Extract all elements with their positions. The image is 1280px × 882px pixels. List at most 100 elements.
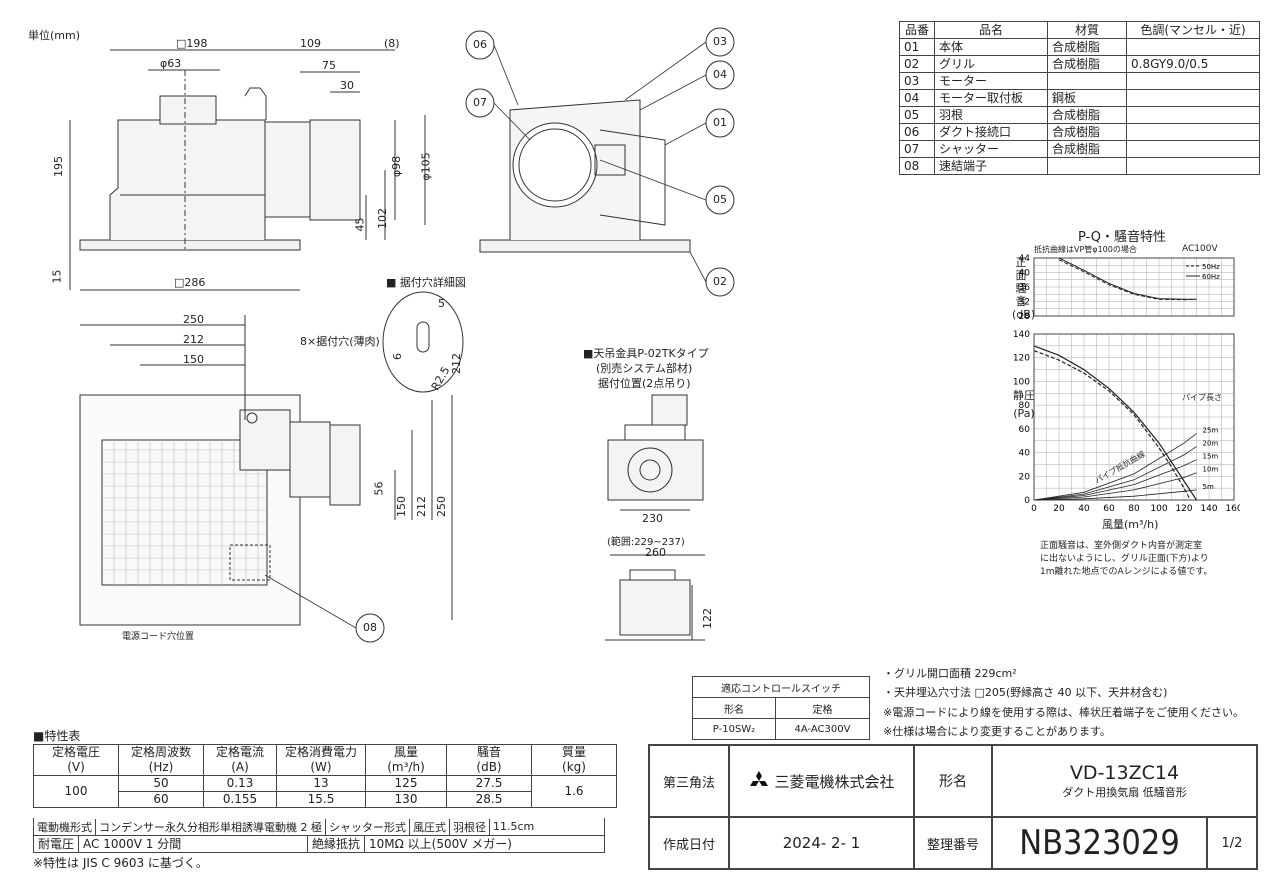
hanger-title: ■天吊金具P-02TKタイプ: [583, 347, 709, 360]
chart-footnote-3: 1m離れた地点でのAレンジによる値です。: [1040, 567, 1213, 577]
model-number: VD-13ZC14: [1069, 762, 1180, 784]
spec-table: 定格電圧 (V) 定格周波数 (Hz) 定格電流 (A) 定格消費電力 (W) …: [33, 744, 617, 808]
pq-series-25m: [1033, 433, 1197, 501]
shutter-value: 風圧式: [410, 818, 450, 835]
title-block: 第三角法 三菱電機株式会社 形名 VD-13ZC14 ダクト用換気扇 低騒音形 …: [648, 744, 1258, 870]
pq-y-tick: 20: [1019, 472, 1031, 482]
pq-y-tick: 140: [1013, 330, 1030, 340]
spec-weight: 1.6: [531, 775, 617, 808]
pq-y-tick: 60: [1019, 425, 1031, 435]
part-name: モーター: [934, 72, 1048, 90]
pq-series-label: 5m: [1203, 483, 1214, 491]
shutter-label: シャッター形式: [326, 818, 410, 835]
detail-dim-6: 6: [391, 353, 404, 360]
legend-50: 50Hz: [1202, 263, 1220, 271]
pq-x-tick: 40: [1078, 504, 1090, 514]
model-description: ダクト用換気扇 低騒音形: [1062, 786, 1187, 799]
part-color: [1126, 157, 1260, 175]
pq-y-tick: 0: [1024, 496, 1030, 506]
part-material: 合成樹脂: [1047, 106, 1127, 124]
spec-footnote: ※特性は JIS C 9603 に基づく。: [33, 856, 208, 870]
spec-header-row: 定格電圧 (V) 定格周波数 (Hz) 定格電流 (A) 定格消費電力 (W) …: [33, 744, 617, 776]
unit-label: 単位(mm): [28, 29, 81, 42]
part-no: 04: [899, 89, 935, 107]
control-switch-rating: 4A-AC300V: [775, 718, 870, 740]
model-cell: VD-13ZC14 ダクト用換気扇 低騒音形: [992, 745, 1257, 817]
callout-05: 05: [713, 193, 727, 206]
part-material: [1047, 72, 1127, 90]
spec-voltage-row: 耐電圧 AC 1000V 1 分間 絶縁抵抗 10MΩ 以上(500V メガー): [33, 835, 605, 853]
part-color: [1126, 106, 1260, 124]
dim-195: 195: [52, 156, 65, 177]
parts-header-row: 品番 品名 材質 色調(マンセル・近): [899, 21, 1260, 39]
projection-label: 第三角法: [649, 745, 729, 817]
date-label: 作成日付: [649, 817, 729, 869]
part-color: [1126, 38, 1260, 56]
spec-cell: 13: [276, 775, 366, 792]
part-color: [1126, 140, 1260, 158]
part-material: [1047, 157, 1127, 175]
dim-30: 30: [340, 79, 354, 92]
motor-value: コンデンサー永久分相形単相誘導電動機 2 極: [96, 818, 326, 835]
pq-series-10m: [1033, 472, 1197, 501]
part-no: 07: [899, 140, 935, 158]
chart-footnote-2: に出ないようにし、グリル正面(下方)より: [1040, 554, 1209, 564]
control-switch-model: P-10SW₂: [692, 718, 776, 740]
pq-x-tick: 80: [1128, 504, 1140, 514]
spec-header: 定格周波数 (Hz): [118, 744, 204, 776]
callout-06: 06: [473, 38, 487, 51]
spec-header: 定格消費電力 (W): [276, 744, 366, 776]
chart-title: P-Q・騒音特性: [1078, 230, 1166, 245]
part-name: ダクト接続口: [934, 123, 1048, 141]
detail-title: ■ 据付穴詳細図: [386, 276, 466, 289]
pq-x-tick: 100: [1150, 504, 1167, 514]
spec-cell: 28.5: [446, 791, 532, 808]
pq-series-20m: [1033, 446, 1197, 501]
dim-105: φ105: [419, 152, 433, 181]
page-number: 1/2: [1207, 817, 1257, 869]
pq-series-label: 25m: [1203, 427, 1219, 435]
dim-212b: 212: [415, 496, 428, 517]
dim-250: 250: [183, 313, 204, 326]
pq-y-tick: 40: [1019, 449, 1031, 459]
spec-cell: 125: [365, 775, 447, 792]
part-no: 01: [899, 38, 935, 56]
note-1: ・グリル開口面積 229cm²: [883, 667, 1017, 680]
part-material: 合成樹脂: [1047, 123, 1127, 141]
part-material: 合成樹脂: [1047, 38, 1127, 56]
noise-axis-label: 正面騒音(dB): [1012, 256, 1036, 321]
noise-y-tick: 36: [1019, 283, 1031, 293]
part-color: [1126, 123, 1260, 141]
spec-header: 質量 (kg): [531, 744, 617, 776]
part-material: 合成樹脂: [1047, 140, 1127, 158]
mitsubishi-logo-icon: [750, 771, 769, 786]
part-name: グリル: [934, 55, 1048, 73]
dim-122: 122: [701, 608, 714, 629]
spec-cell: 60: [118, 791, 204, 808]
dim-63: φ63: [160, 57, 182, 70]
cord-hole-label: 電源コード穴位置: [122, 632, 195, 642]
blade-value: 11.5cm: [493, 820, 535, 833]
noise-y-tick: 40: [1019, 269, 1031, 279]
callout-08: 08: [363, 621, 377, 634]
insulation-value: 10MΩ 以上(500V メガー): [369, 837, 512, 851]
part-name: モーター取付板: [934, 89, 1048, 107]
number-label: 整理番号: [914, 817, 992, 869]
chart-ac: AC100V: [1182, 244, 1218, 254]
pq-series-15m: [1033, 459, 1197, 501]
callout-03: 03: [713, 35, 727, 48]
pq-y-tick: 100: [1013, 377, 1030, 387]
callout-02: 02: [713, 275, 727, 288]
part-name: シャッター: [934, 140, 1048, 158]
table-row: 60 0.155 15.5 130 28.5: [34, 791, 617, 808]
table-row: 100 50 0.13 13 125 27.5 1.6: [33, 775, 617, 808]
spec-voltage: 100: [33, 775, 119, 808]
spec-header: 風量 (m³/h): [365, 744, 447, 776]
spec-cell: 0.13: [203, 775, 277, 792]
spec-cell: 15.5: [276, 791, 366, 808]
